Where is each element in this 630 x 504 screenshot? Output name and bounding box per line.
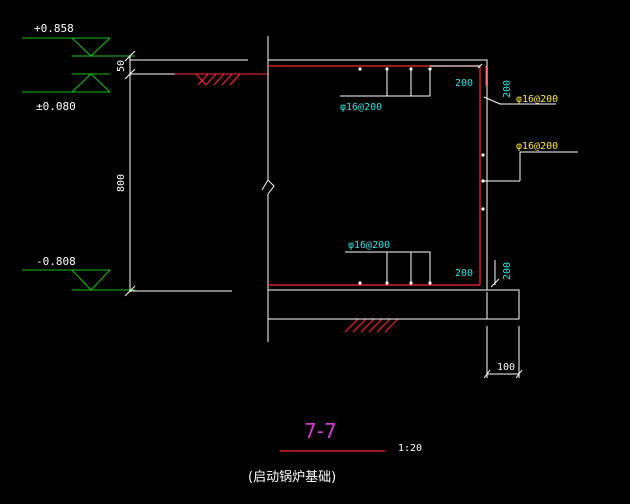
dimension-100 bbox=[483, 326, 523, 379]
dimension-label-200-top: 200 bbox=[455, 78, 473, 89]
rebar-label-top: φ16@200 bbox=[340, 102, 382, 113]
dimension-200-top bbox=[430, 63, 483, 69]
foundation-outline bbox=[261, 36, 520, 342]
dimension-label-800: 800 bbox=[116, 174, 127, 192]
dimension-label-50: 50 bbox=[116, 60, 127, 72]
rebar-label-right-1: φ16@200 bbox=[516, 94, 558, 105]
scale-label: 1:20 bbox=[398, 443, 422, 454]
dimension-label-100: 100 bbox=[497, 362, 515, 373]
rebar-leaders bbox=[340, 69, 578, 283]
dimension-ticks-right bbox=[490, 260, 500, 288]
elevation-marker-top bbox=[22, 37, 135, 57]
section-title: 7-7 bbox=[304, 419, 337, 443]
elevation-marker-bottom bbox=[22, 269, 135, 291]
caption-label: (启动锅炉基础) bbox=[248, 469, 336, 485]
ground-hatch-left bbox=[175, 73, 268, 86]
dimension-chain-left bbox=[124, 50, 248, 297]
dimension-label-200-right-bottom: 200 bbox=[502, 262, 513, 280]
ground-hatch-bottom bbox=[344, 318, 420, 333]
dimension-label-200-bottom: 200 bbox=[455, 268, 473, 279]
elevation-label-ground: ±0.080 bbox=[36, 100, 76, 113]
rebar-label-right-2: φ16@200 bbox=[516, 141, 558, 152]
elevation-label-bottom: -0.808 bbox=[36, 255, 76, 268]
rebar-label-bottom: φ16@200 bbox=[348, 240, 390, 251]
elevation-label-top: +0.858 bbox=[34, 22, 74, 35]
elevation-marker-ground bbox=[22, 73, 111, 93]
dimension-label-200-right-top: 200 bbox=[502, 80, 513, 98]
